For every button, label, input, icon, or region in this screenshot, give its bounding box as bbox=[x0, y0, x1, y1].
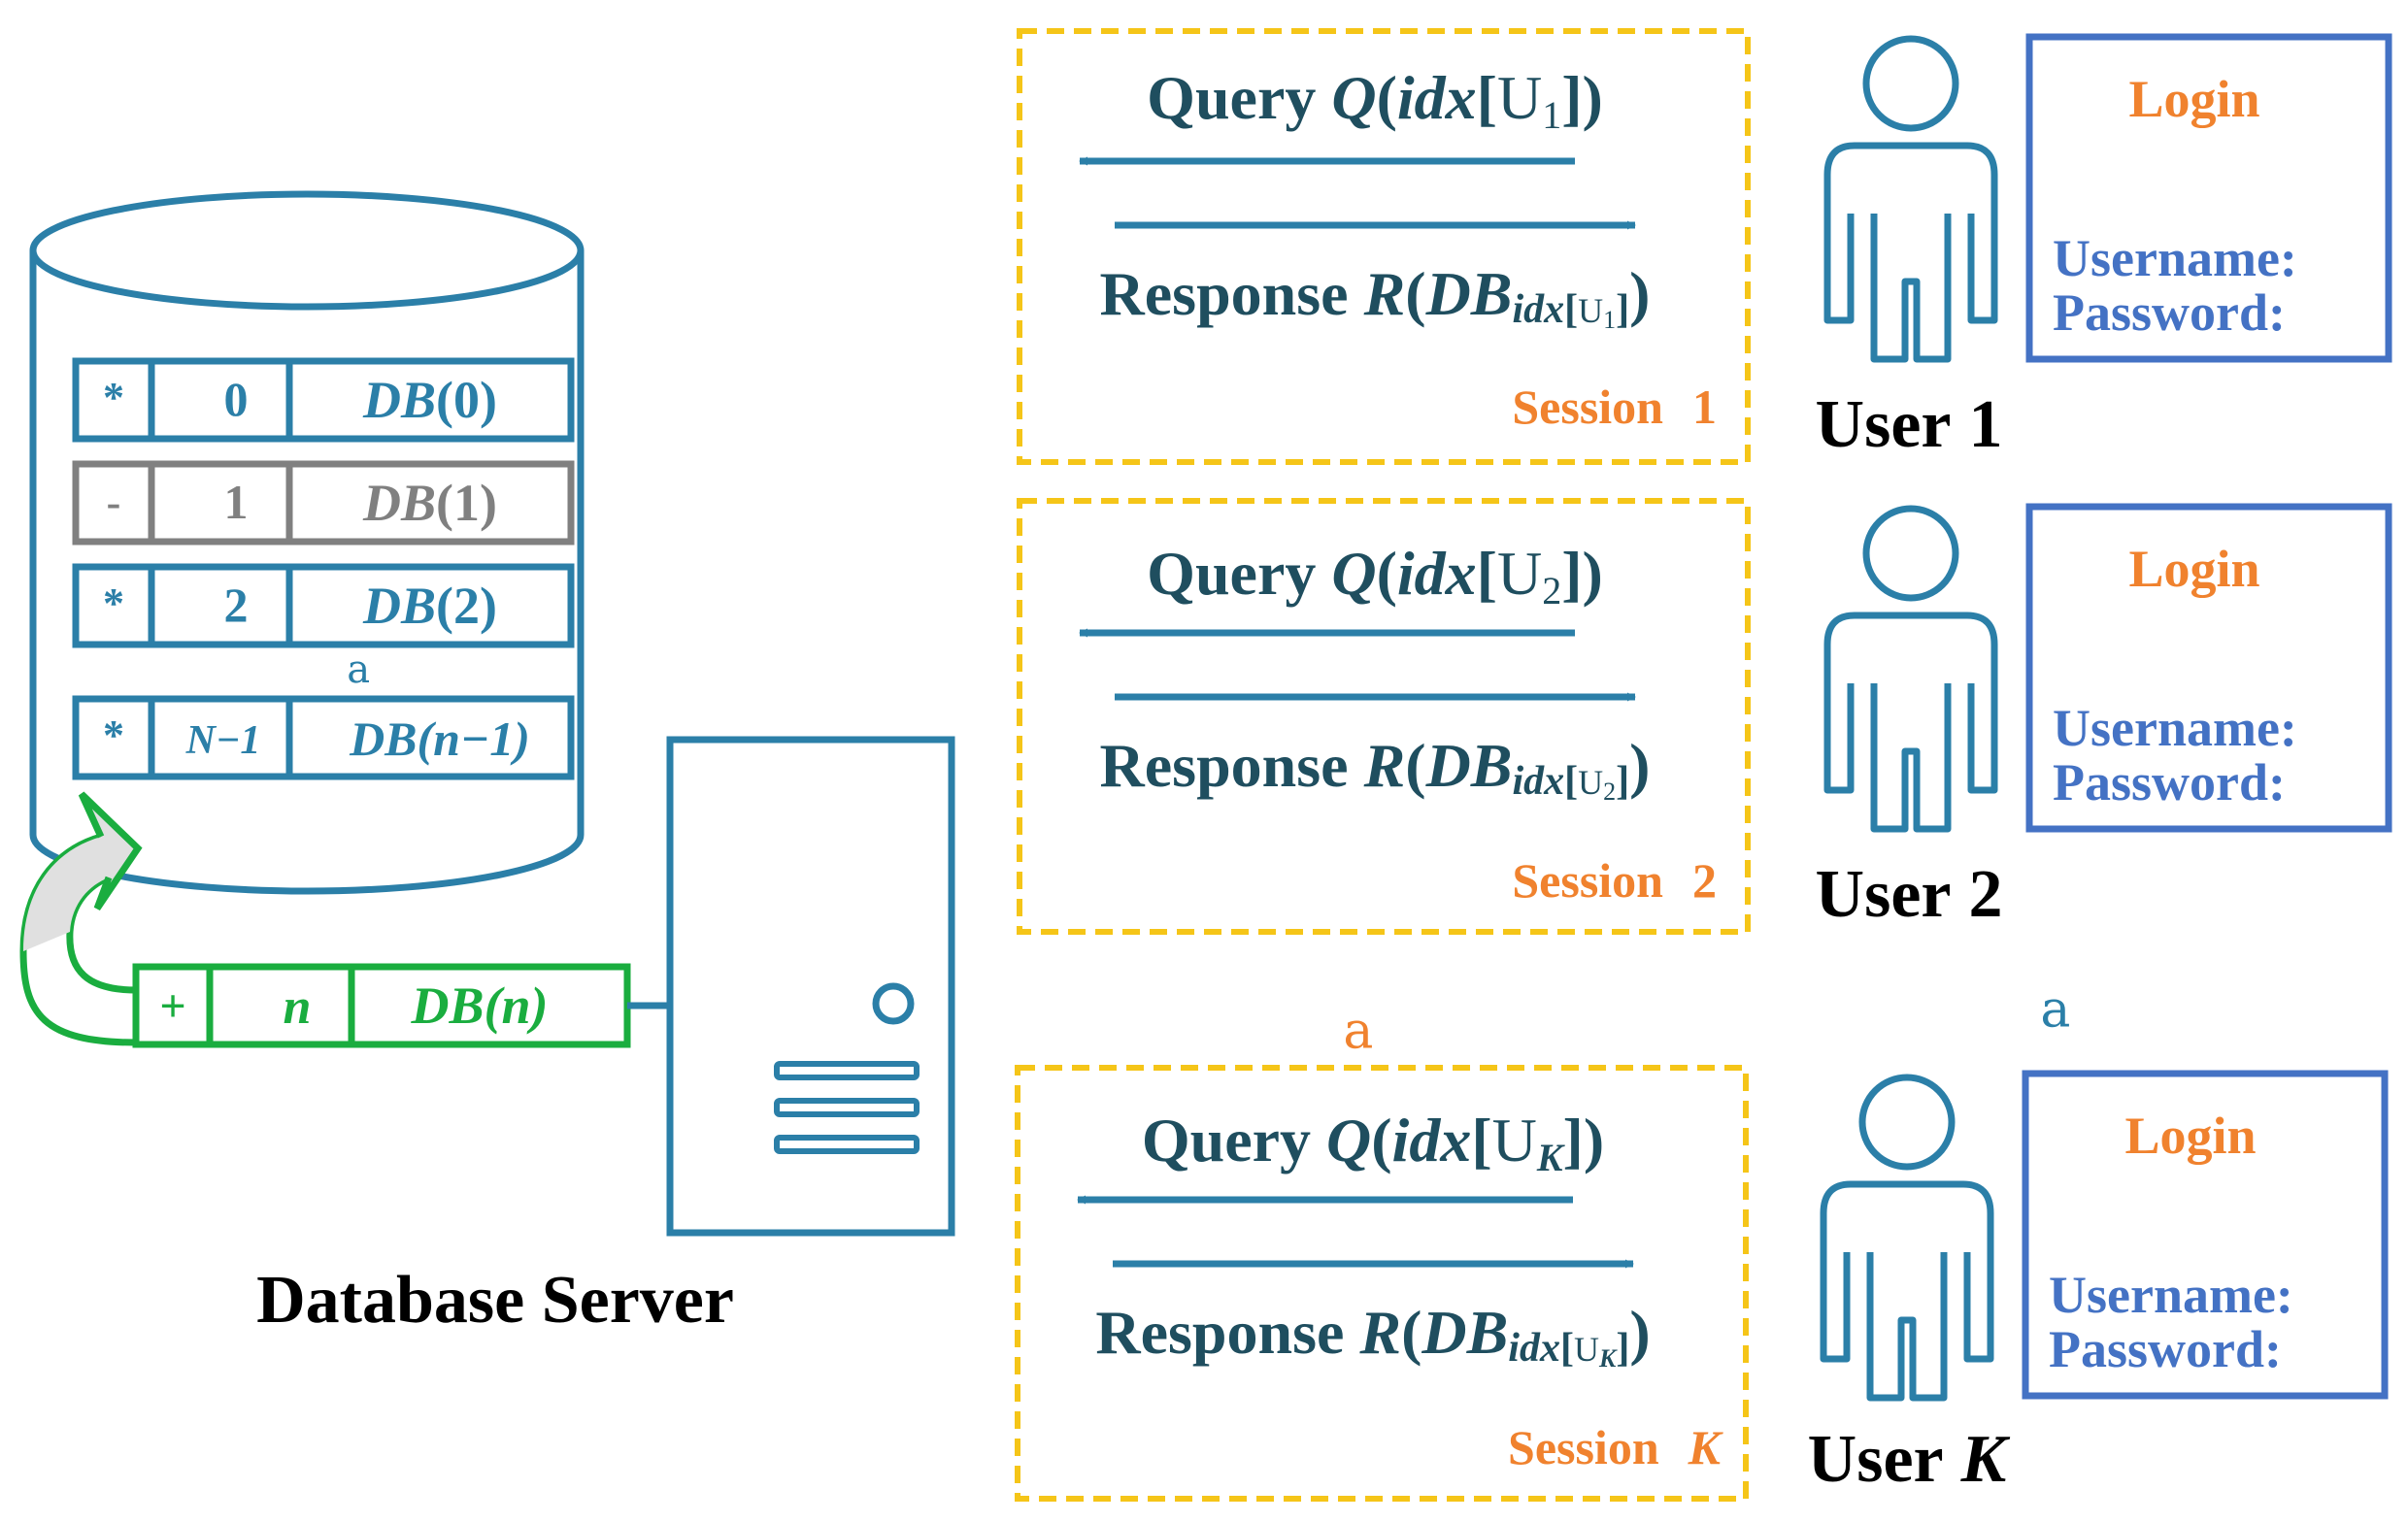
insert-arrow-icon bbox=[19, 791, 143, 1046]
login-box-2: Login Username: Password: bbox=[2025, 503, 2392, 833]
db-row-last: * N−1 DB(n−1) bbox=[72, 695, 575, 780]
password-label: Password: bbox=[2049, 1320, 2282, 1378]
db-row-1-deleted: - 1 DB(1) bbox=[72, 460, 575, 546]
username-label: Username: bbox=[2053, 699, 2297, 757]
login-box-k: Login Username: Password: bbox=[2022, 1070, 2389, 1400]
response-label: Response R(DBidx[U2]) bbox=[1100, 731, 1651, 806]
db-row-index: 1 bbox=[224, 475, 249, 529]
db-row-flag: * bbox=[103, 711, 124, 759]
db-row-0: * 0 DB(0) bbox=[72, 357, 575, 443]
db-rows-ellipsis: ɐ bbox=[348, 652, 371, 697]
login-title: Login bbox=[2124, 1107, 2256, 1165]
db-row-value: DB(2) bbox=[362, 577, 497, 635]
login-title: Login bbox=[2128, 540, 2259, 598]
username-label: Username: bbox=[2049, 1266, 2293, 1324]
db-row-flag: - bbox=[107, 479, 121, 526]
db-new-row: + n DB(n) bbox=[132, 963, 631, 1048]
password-label: Password: bbox=[2053, 283, 2286, 342]
db-row-value: DB(0) bbox=[362, 371, 497, 429]
user-icon-2 bbox=[1823, 505, 1998, 833]
db-new-row-index: n bbox=[284, 979, 312, 1035]
user-ellipsis: ɐ bbox=[2041, 987, 2071, 1045]
query-label: Query Q(idx[UK]) bbox=[1142, 1106, 1604, 1179]
db-row-index: N−1 bbox=[185, 718, 261, 763]
username-label: Username: bbox=[2053, 229, 2297, 287]
session-ellipsis: ɐ bbox=[1344, 1009, 1374, 1067]
session-box-k: Query Q(idx[UK]) Response R(DBidx[UK]) S… bbox=[1015, 1065, 1749, 1502]
db-row-flag: * bbox=[103, 374, 124, 421]
login-title: Login bbox=[2128, 70, 2259, 128]
response-label: Response R(DBidx[U1]) bbox=[1100, 259, 1651, 334]
user-icon-1 bbox=[1823, 35, 1998, 363]
db-new-row-flag: + bbox=[159, 980, 185, 1032]
user-icon-k bbox=[1820, 1074, 1994, 1402]
response-label: Response R(DBidx[UK]) bbox=[1095, 1298, 1650, 1373]
db-row-index: 0 bbox=[224, 372, 249, 426]
db-row-flag: * bbox=[103, 579, 124, 627]
db-new-row-value: DB(n) bbox=[410, 976, 548, 1035]
db-row-index: 2 bbox=[224, 578, 249, 632]
query-label: Query Q(idx[U2]) bbox=[1147, 539, 1603, 612]
server-label: Database Server bbox=[256, 1263, 734, 1338]
session-box-1: Query Q(idx[U1]) Response R(DBidx[U1]) S… bbox=[1017, 28, 1751, 465]
query-label: Query Q(idx[U1]) bbox=[1147, 63, 1603, 137]
password-label: Password: bbox=[2053, 753, 2286, 811]
session-box-2: Query Q(idx[U2]) Response R(DBidx[U2]) S… bbox=[1017, 498, 1751, 935]
db-row-value: DB(n−1) bbox=[349, 711, 530, 766]
db-row-value: DB(1) bbox=[362, 474, 497, 532]
login-box-1: Login Username: Password: bbox=[2025, 33, 2392, 363]
db-row-2: * 2 DB(2) bbox=[72, 563, 575, 648]
server-icon bbox=[666, 736, 955, 1237]
